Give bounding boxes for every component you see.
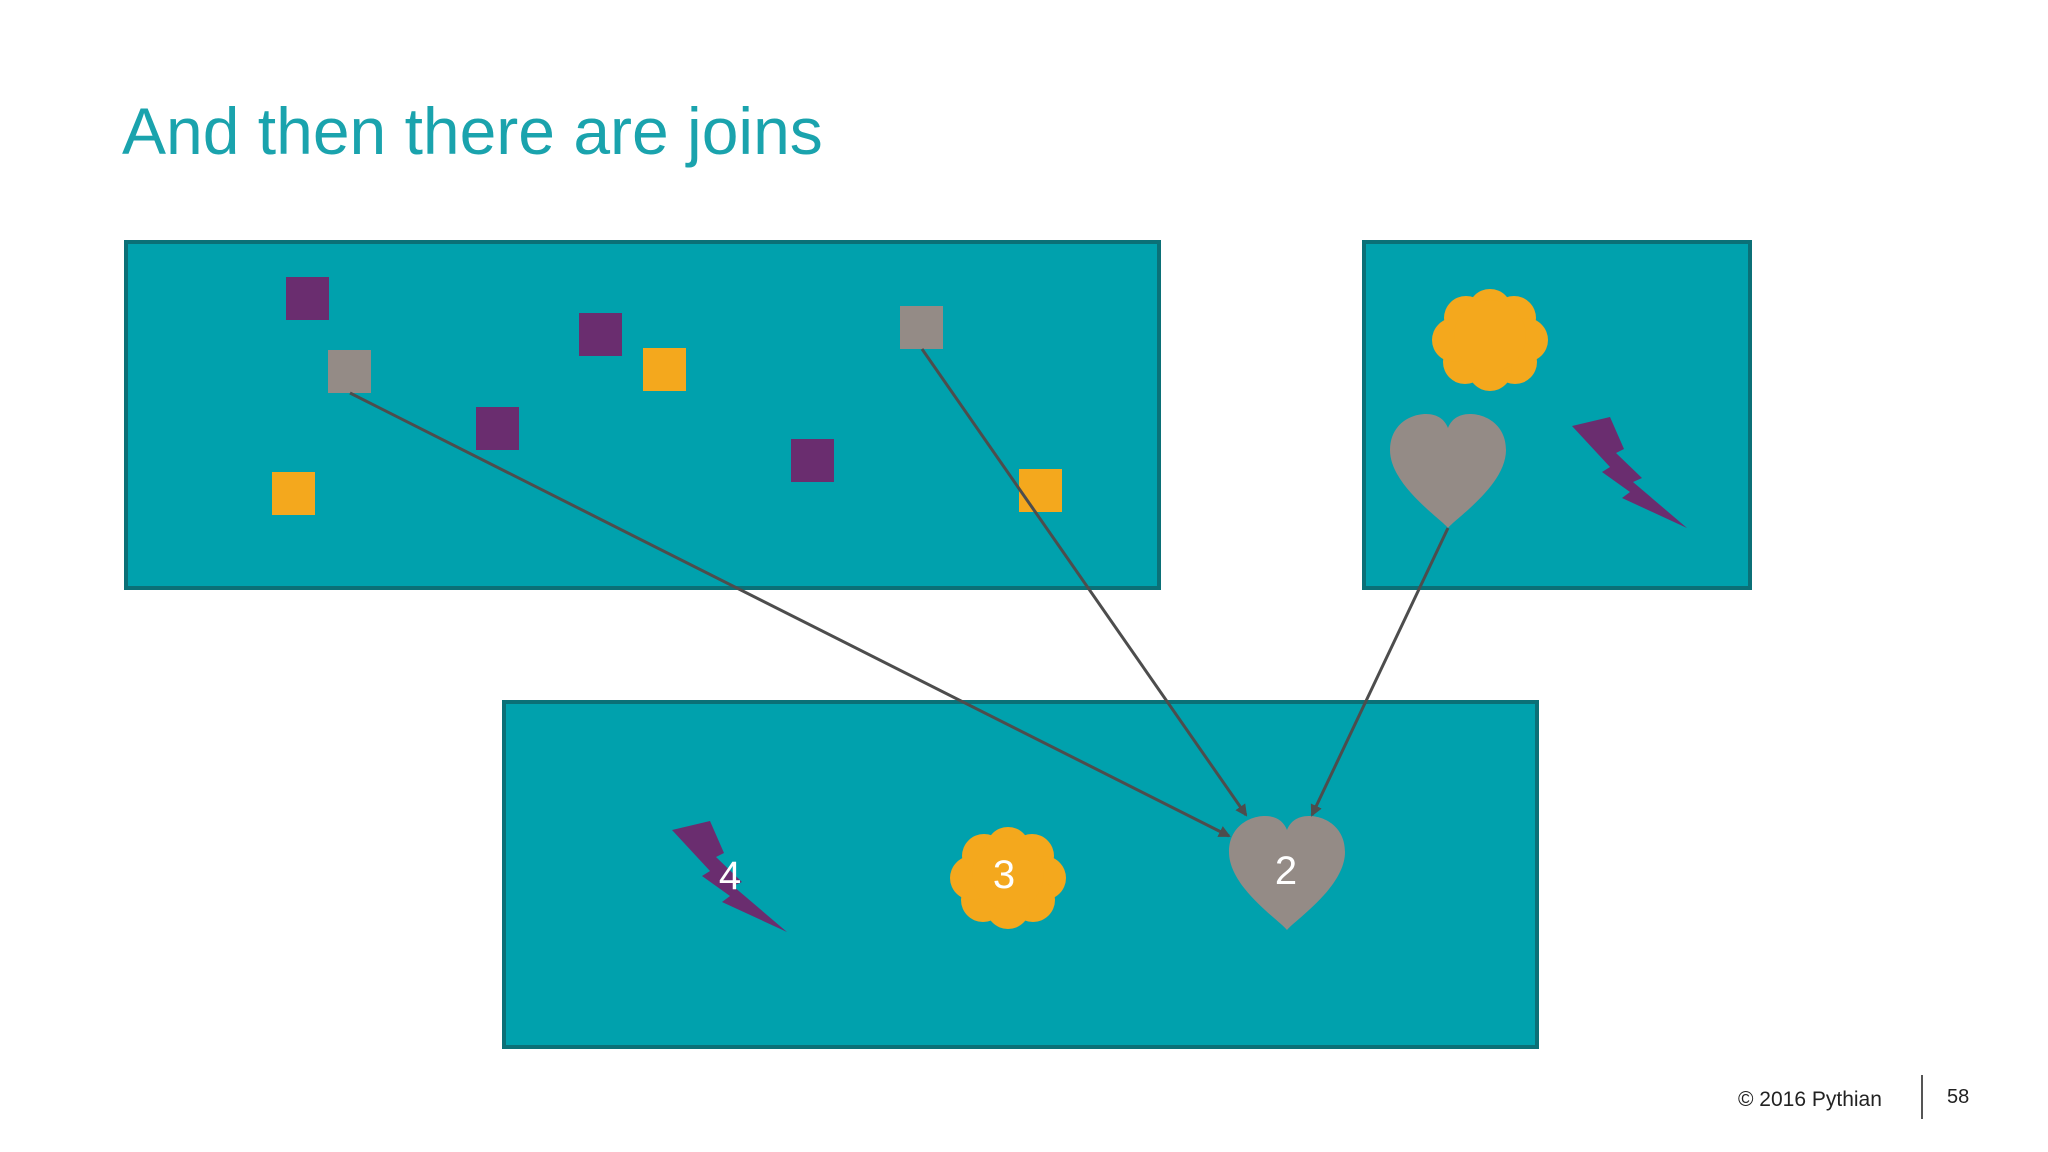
orange-square — [1019, 469, 1062, 512]
orange-square — [272, 472, 315, 515]
purple-square — [476, 407, 519, 450]
copyright-text: © 2016 Pythian — [1738, 1088, 1882, 1111]
result-label-4: 4 — [719, 854, 741, 898]
result-label-2: 2 — [1275, 849, 1297, 893]
join-arrow — [920, 348, 1248, 817]
gray-square — [328, 350, 371, 393]
table-large — [124, 240, 1161, 590]
gray-square — [900, 306, 943, 349]
join-arrow — [349, 391, 1231, 838]
purple-square — [579, 313, 622, 356]
purple-square — [791, 439, 834, 482]
purple-square — [286, 277, 329, 320]
orange-square — [643, 348, 686, 391]
page-number: 58 — [1947, 1086, 1970, 1108]
result-label-3: 3 — [993, 853, 1015, 897]
slide-title: And then there are joins — [122, 94, 823, 168]
orange-cloud-icon — [1432, 289, 1548, 391]
join-arrow — [1310, 527, 1450, 817]
footer-divider — [1921, 1075, 1923, 1119]
